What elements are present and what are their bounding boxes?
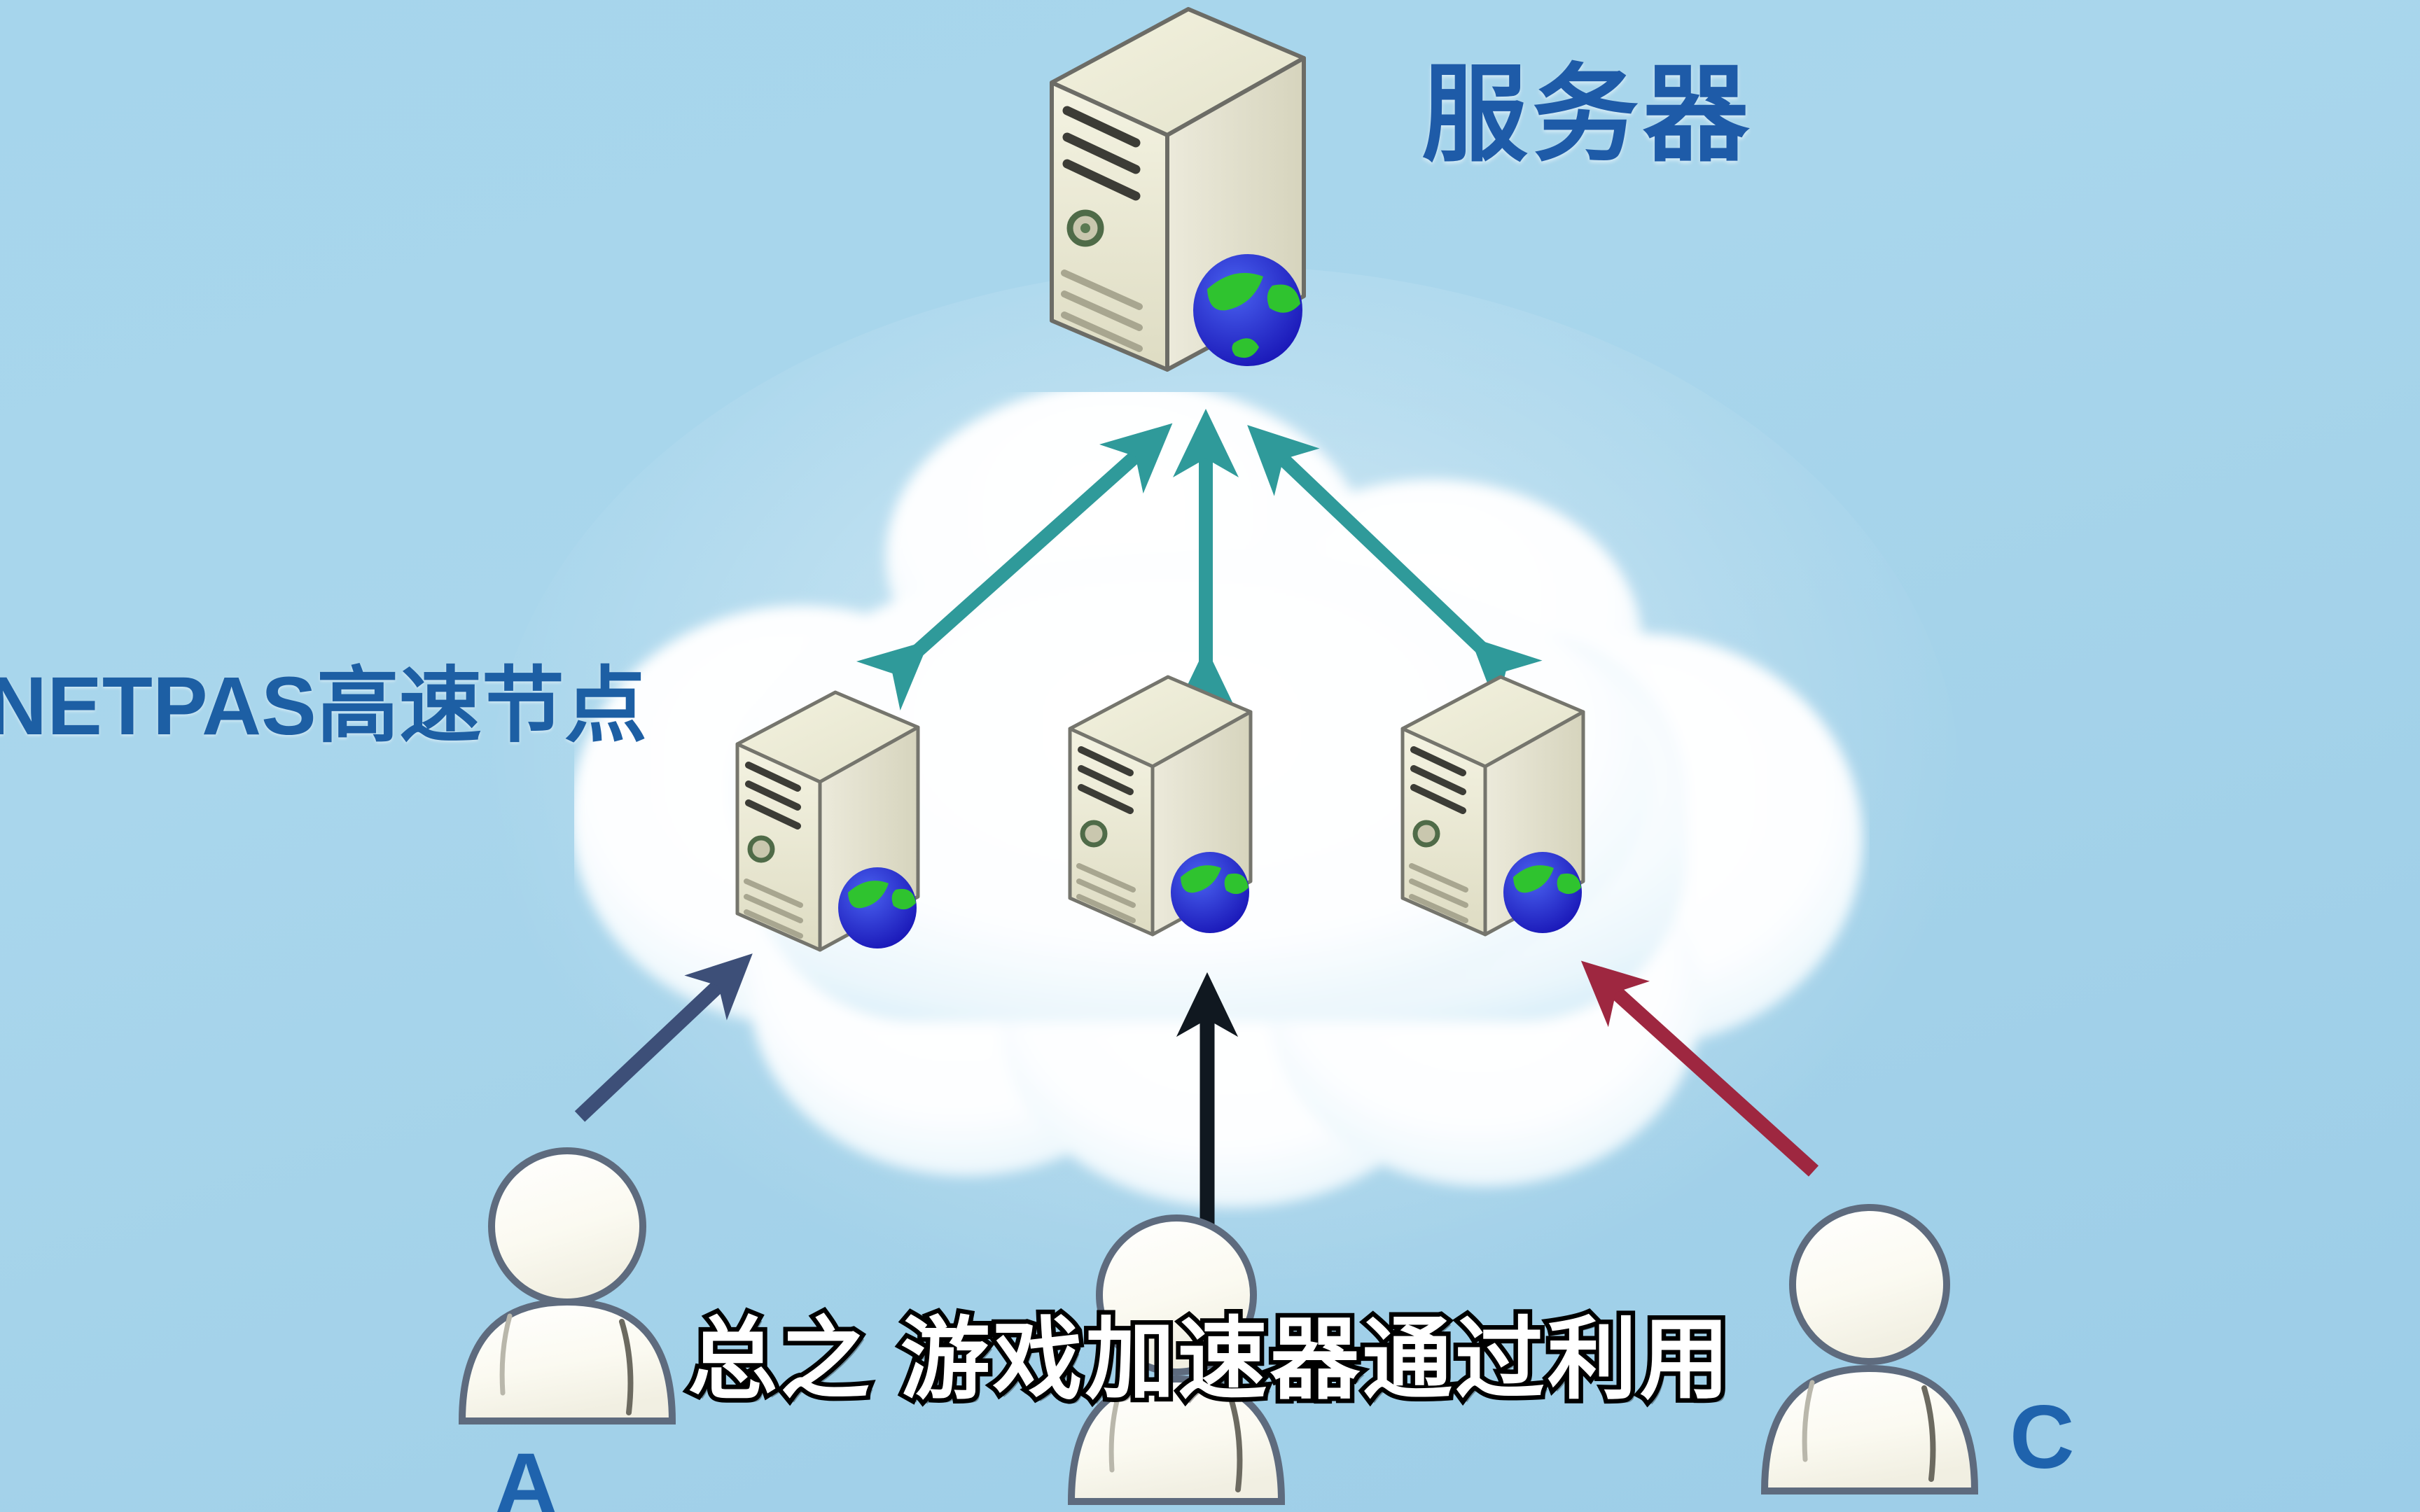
user-b-avatar xyxy=(1050,1204,1302,1512)
server-title-label: 服务器 xyxy=(1421,55,1753,174)
origin-server-icon xyxy=(1024,6,1318,398)
netpas-node-label: NETPAS高速节点 xyxy=(0,660,647,752)
globe-badge-icon xyxy=(1171,852,1249,933)
edge-node-1-icon xyxy=(718,690,928,969)
user-c-label: C xyxy=(2010,1387,2075,1488)
edge-node-3-icon xyxy=(1383,674,1593,954)
globe-badge-icon xyxy=(1193,254,1302,366)
subtitle-caption: 总之 游戏加速器通过利用 xyxy=(683,1306,1734,1415)
globe-badge-icon xyxy=(1503,852,1582,933)
user-c-avatar xyxy=(1744,1194,1996,1502)
edge-node-2-icon xyxy=(1050,674,1260,954)
globe-badge-icon xyxy=(838,867,917,948)
user-a-avatar xyxy=(441,1141,693,1435)
user-a-label: A xyxy=(494,1435,559,1512)
